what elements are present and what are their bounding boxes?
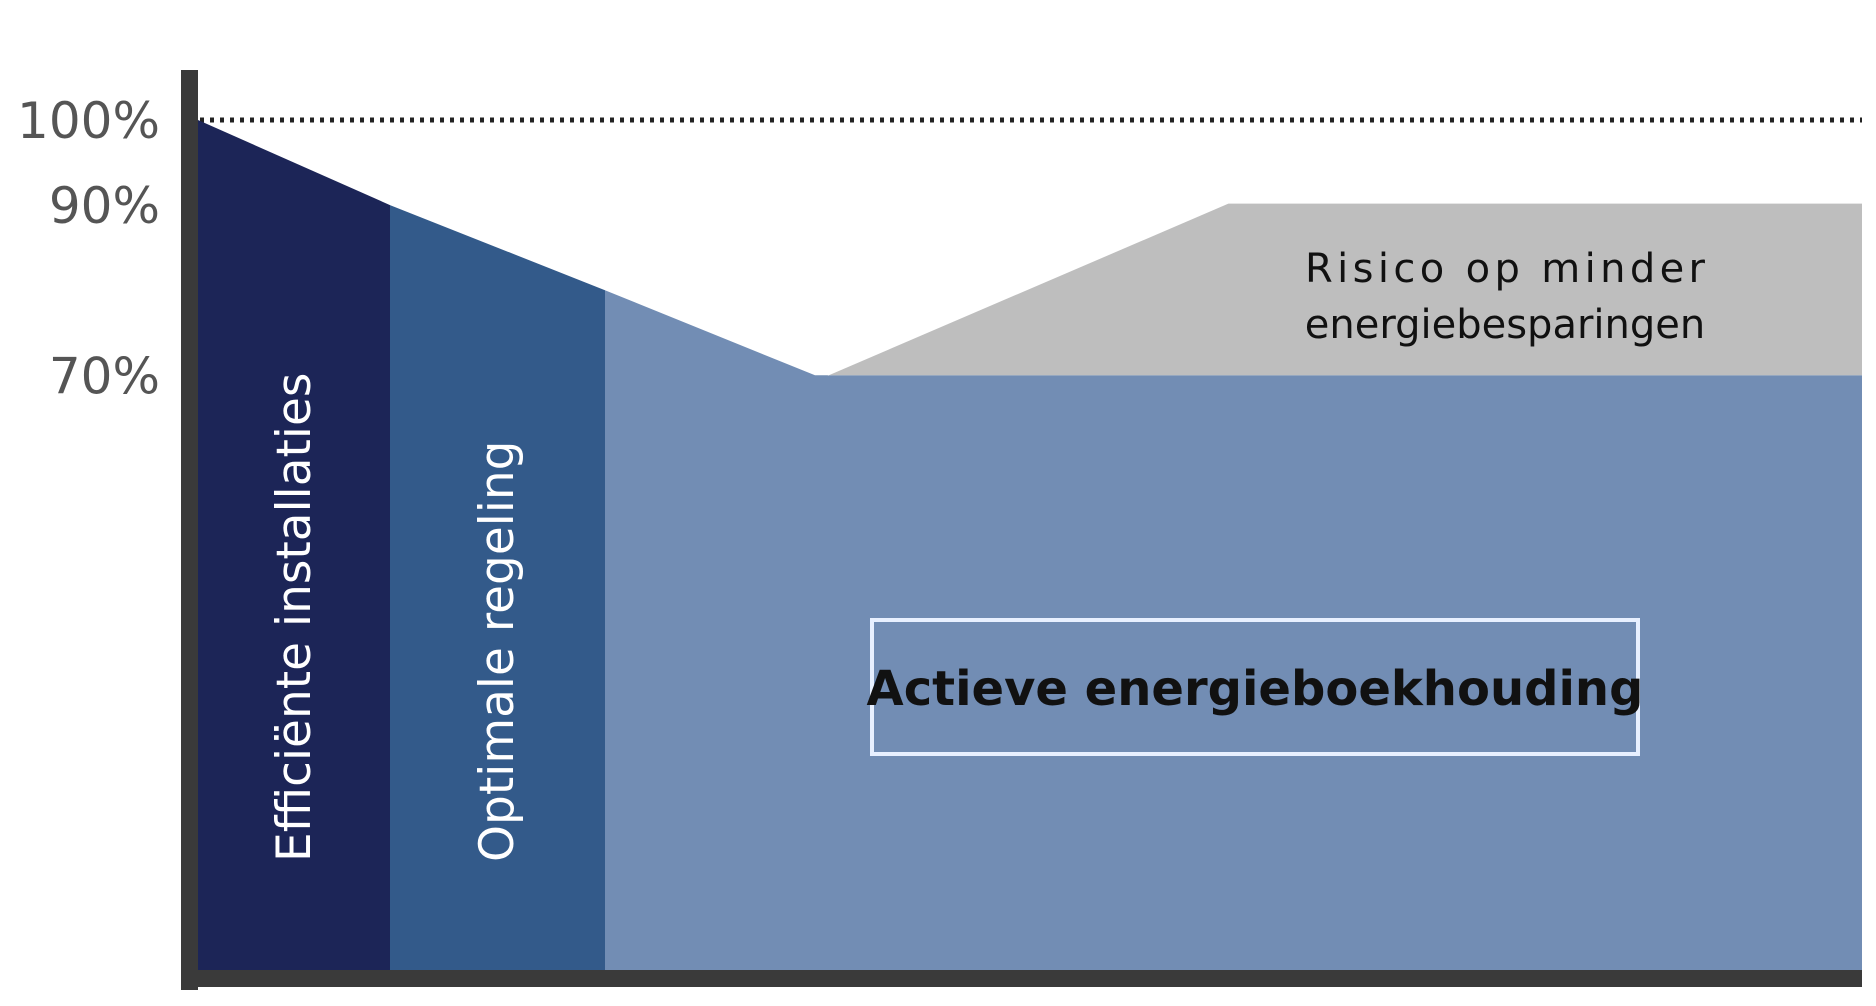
area-actieve-energieboekhouding [605, 290, 1862, 970]
active-label-box [870, 618, 1640, 756]
y-tick-label: 70% [49, 347, 160, 405]
area-risico [827, 203, 1862, 376]
label-efficiente-installaties: Efficiënte installaties [267, 373, 322, 862]
risk-edge-line [826, 198, 1862, 376]
area-efficiente-installaties [198, 120, 390, 970]
label-actieve-energieboekhouding: Actieve energieboekhouding [867, 661, 1644, 717]
label-risico-line1: Risico op minder [1305, 246, 1706, 292]
y-tick-label: 100% [17, 92, 160, 150]
y-axis [181, 70, 198, 990]
label-optimale-regeling: Optimale regeling [470, 440, 525, 862]
y-tick-label: 90% [49, 177, 160, 235]
x-axis [181, 970, 1862, 987]
area-optimale-regeling [390, 205, 605, 971]
label-risico-line2: energiebesparingen [1305, 302, 1705, 348]
